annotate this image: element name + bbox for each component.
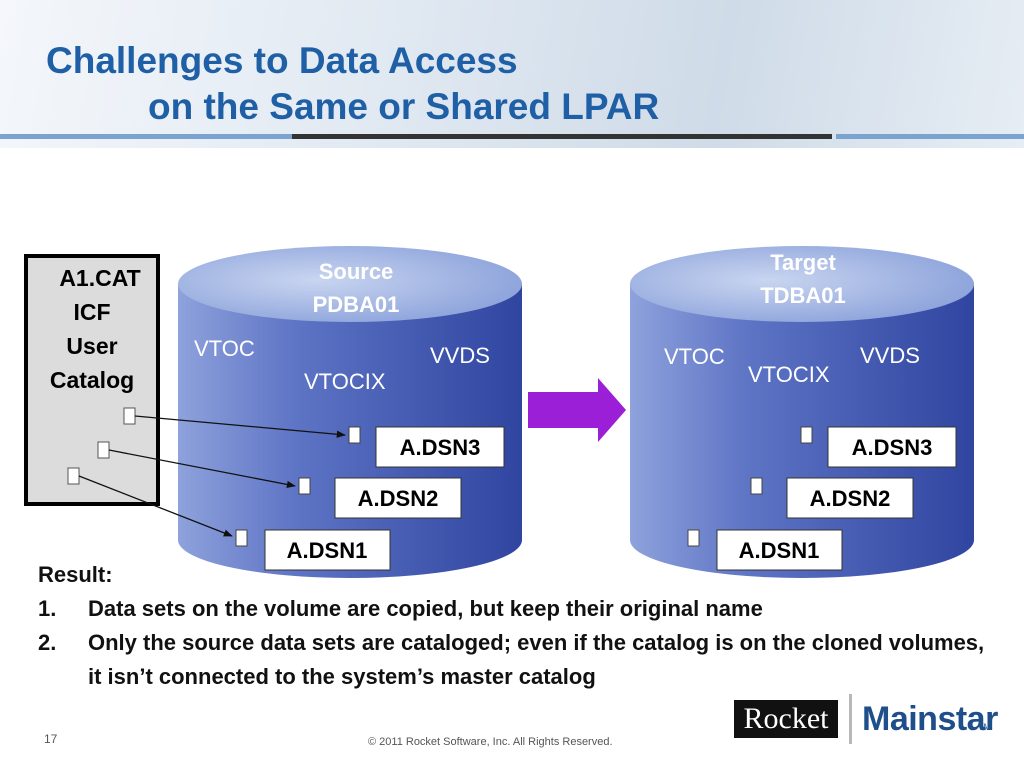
target-dsn2-marker: [750, 477, 763, 495]
title-underline-right: [836, 134, 1024, 139]
slide-number: 17: [44, 732, 58, 746]
result-item-2-text: Only the source data sets are cataloged;…: [88, 630, 985, 689]
source-dsn2-marker: [298, 477, 311, 495]
target-dsn3-marker: [800, 426, 813, 444]
source-dsn3-label: A.DSN3: [400, 435, 481, 460]
title-line-1: Challenges to Data Access: [46, 40, 518, 81]
source-dsn1-label: A.DSN1: [287, 538, 368, 563]
trademark-mark: TM: [978, 722, 991, 732]
target-vtocix-label: VTOCIX: [748, 362, 830, 387]
target-dsn1-box: [716, 529, 843, 571]
catalog-entry-dsn3: [123, 407, 136, 425]
catalog-pointer-dsn1: [78, 475, 233, 537]
catalog-pointer-dsn3: [134, 415, 346, 438]
target-label-line-2: TDBA01: [760, 283, 846, 308]
target-dsn1-label: A.DSN1: [739, 538, 820, 563]
target-vvds-label: VVDS: [860, 343, 920, 368]
target-vtoc-label: VTOC: [664, 344, 725, 369]
source-vtocix-label: VTOCIX: [304, 369, 386, 394]
title-line-2: on the Same or Shared LPAR: [148, 86, 660, 127]
source-label-line-1: Source: [319, 259, 394, 284]
slide-title: Challenges to Data Access on the Same or…: [46, 38, 659, 130]
result-item-2: 2. Only the source data sets are cataloge…: [38, 626, 988, 694]
target-dsn1-marker: [687, 529, 700, 547]
source-vvds-label: VVDS: [430, 343, 490, 368]
result-item-1-number: 1.: [38, 596, 57, 621]
catalog-line-1: A1.CAT: [59, 265, 140, 291]
copy-arrow: [528, 378, 626, 442]
source-dsn1-box: [264, 529, 391, 571]
rocket-logo-text: Rocket: [734, 700, 838, 738]
copyright-notice: © 2011 Rocket Software, Inc. All Rights …: [368, 736, 613, 748]
title-underline-left: [0, 134, 292, 139]
logo-divider: [849, 694, 852, 744]
source-dsn3-marker: [348, 426, 361, 444]
result-section: Result: 1. Data sets on the volume are co…: [38, 558, 988, 694]
catalog-line-3: User: [66, 333, 117, 359]
catalog-entry-dsn2: [97, 441, 110, 459]
mainstar-logo-text: Mainstar: [862, 700, 998, 738]
source-dsn2-label: A.DSN2: [358, 486, 439, 511]
result-heading: Result:: [38, 562, 113, 587]
user-catalog-box: [24, 254, 160, 506]
header-background: [0, 0, 1024, 148]
result-item-1-text: Data sets on the volume are copied, but …: [88, 596, 763, 621]
source-vtoc-label: VTOC: [194, 336, 255, 361]
source-dsn2-box: [334, 477, 462, 519]
result-item-2-number: 2.: [38, 630, 57, 655]
catalog-pointer-dsn2: [108, 449, 296, 489]
target-dsn3-box: [827, 426, 957, 468]
catalog-line-4: Catalog: [50, 367, 134, 393]
target-dsn2-label: A.DSN2: [810, 486, 891, 511]
catalog-entry-dsn1: [67, 467, 80, 485]
source-dsn3-box: [375, 426, 505, 468]
result-item-1: 1. Data sets on the volume are copied, bu…: [38, 592, 988, 626]
target-label-line-1: Target: [770, 250, 836, 275]
target-dsn3-label: A.DSN3: [852, 435, 933, 460]
result-list: 1. Data sets on the volume are copied, bu…: [38, 592, 988, 694]
catalog-line-2: ICF: [73, 299, 110, 325]
source-label-line-2: PDBA01: [313, 292, 400, 317]
title-underline-middle: [292, 134, 832, 139]
rocket-mainstar-logo: Rocket Mainstar TM: [734, 692, 998, 744]
target-dsn2-box: [786, 477, 914, 519]
source-dsn1-marker: [235, 529, 248, 547]
